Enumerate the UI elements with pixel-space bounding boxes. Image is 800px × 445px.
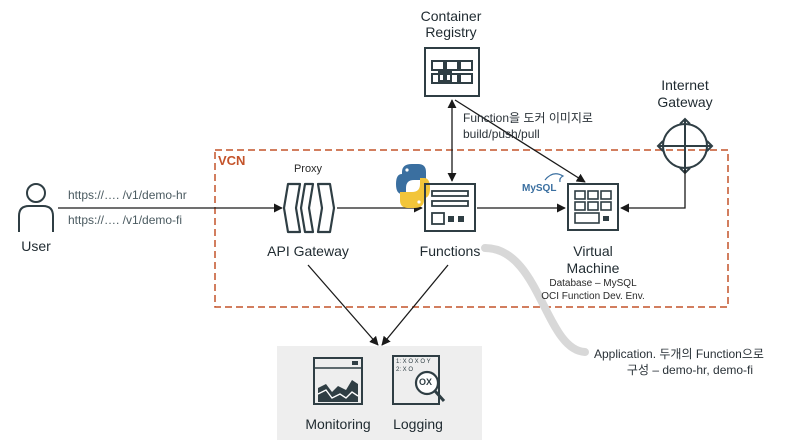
- user-icon: [18, 183, 54, 232]
- python-logo-icon: [396, 164, 430, 208]
- functions-label: Functions: [419, 243, 481, 259]
- observability-panel: [277, 346, 482, 440]
- gateway-to-observability-arrow: [307, 264, 379, 346]
- internet-gateway-label-2: Gateway: [657, 94, 713, 110]
- monitoring-label: Monitoring: [305, 416, 371, 432]
- registry-note-line1: Function을 도커 이미지로: [463, 111, 593, 125]
- logging-label: Logging: [393, 416, 443, 432]
- vm-label-2: Machine: [566, 260, 620, 276]
- logging-icon-mark: OX: [419, 377, 433, 387]
- application-callout-curve: [481, 244, 589, 356]
- logging-icon-row2: 2: X O: [396, 367, 414, 373]
- igw-to-vm-arrow: [620, 170, 686, 213]
- proxy-label: Proxy: [293, 163, 323, 175]
- vm-sub-label-1: Database – MySQL: [549, 278, 637, 289]
- application-note-line1: Application. 두개의 Function으로: [594, 347, 764, 361]
- registry-note-line2: build/push/pull: [463, 127, 540, 141]
- mysql-logo-icon: [544, 173, 565, 183]
- route-fi-label: https://…. /v1/demo-fi: [68, 213, 183, 227]
- virtual-machine-icon: [567, 183, 619, 231]
- route-hr-label: https://…. /v1/demo-hr: [68, 188, 187, 202]
- monitoring-icon: [313, 357, 363, 405]
- container-registry-label-1: Container: [420, 8, 482, 24]
- functions-to-observability-arrow: [381, 264, 449, 346]
- vm-sub-label-2: OCI Function Dev. Env.: [541, 291, 645, 302]
- registry-to-vm-arrow: [454, 99, 586, 183]
- vcn-label: VCN: [218, 153, 246, 168]
- logging-icon: [392, 355, 446, 405]
- api-gateway-icon: [282, 182, 336, 234]
- api-gateway-label: API Gateway: [267, 243, 349, 259]
- application-note-line2: 구성 – demo-hr, demo-fi: [626, 363, 754, 377]
- logging-icon-row1: 1: X O X O Y: [396, 359, 431, 365]
- container-registry-label-2: Registry: [425, 24, 477, 40]
- user-label: User: [21, 238, 51, 254]
- functions-icon: [424, 183, 476, 232]
- internet-gateway-label-1: Internet: [661, 77, 709, 93]
- container-registry-icon: [424, 47, 480, 97]
- vcn-boundary: [214, 149, 729, 308]
- mysql-logo-label: MySQL: [522, 183, 557, 194]
- vm-label-1: Virtual: [573, 243, 613, 259]
- internet-gateway-icon: [656, 117, 714, 175]
